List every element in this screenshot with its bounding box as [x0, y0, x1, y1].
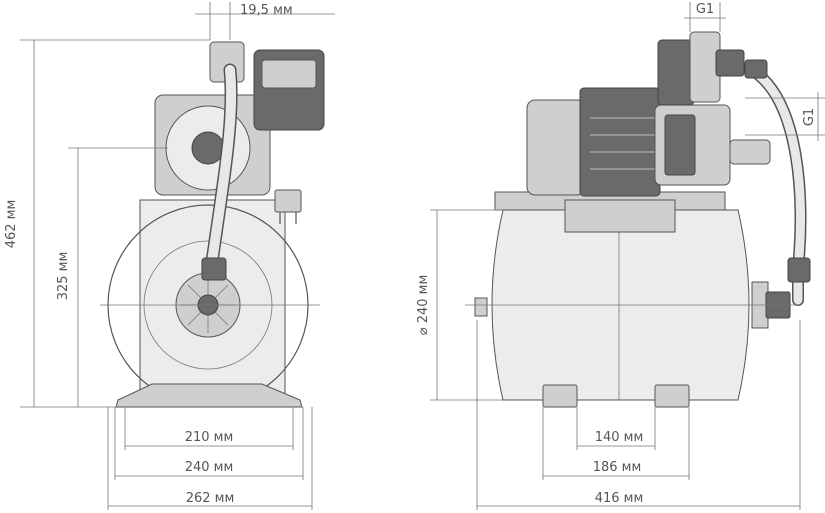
dim-top-offset: 19,5 мм	[240, 3, 293, 18]
front-power-plug	[274, 189, 302, 224]
side-pressure-switch	[657, 39, 695, 106]
side-outlet-pipe	[729, 139, 771, 165]
dim-front-base-inner: 210 мм	[185, 430, 234, 445]
dim-side-feet-inner: 140 мм	[595, 430, 644, 445]
side-motor-fins	[579, 87, 661, 197]
dim-height-axis: 325 мм	[56, 252, 71, 301]
tank-side-foot-left	[542, 384, 578, 408]
front-view	[107, 41, 325, 408]
dim-tank-diameter: ⌀ 240 мм	[416, 275, 431, 336]
dim-side-length: 416 мм	[595, 491, 644, 506]
side-hose-coupling-top	[744, 59, 768, 79]
front-hose-coupling	[201, 257, 227, 281]
dim-height-total: 462 мм	[4, 200, 19, 249]
front-dimension-lines	[20, 2, 335, 510]
side-motor-body	[526, 99, 586, 196]
thread-outlet-top: G1	[696, 2, 714, 17]
dim-front-width: 262 мм	[186, 491, 235, 506]
side-outlet-nut	[715, 49, 745, 77]
side-dimension-lines	[430, 2, 825, 510]
tank-side-port-left	[474, 297, 488, 317]
tank-side-foot-right	[654, 384, 690, 408]
front-base-stand	[115, 383, 303, 408]
thread-outlet-side: G1	[802, 108, 817, 126]
side-hose-coupling-bottom	[787, 257, 811, 283]
side-view	[474, 31, 811, 408]
dim-side-feet-outer: 186 мм	[593, 460, 642, 475]
front-impeller-core	[191, 131, 225, 165]
dim-front-base-outer: 240 мм	[185, 460, 234, 475]
